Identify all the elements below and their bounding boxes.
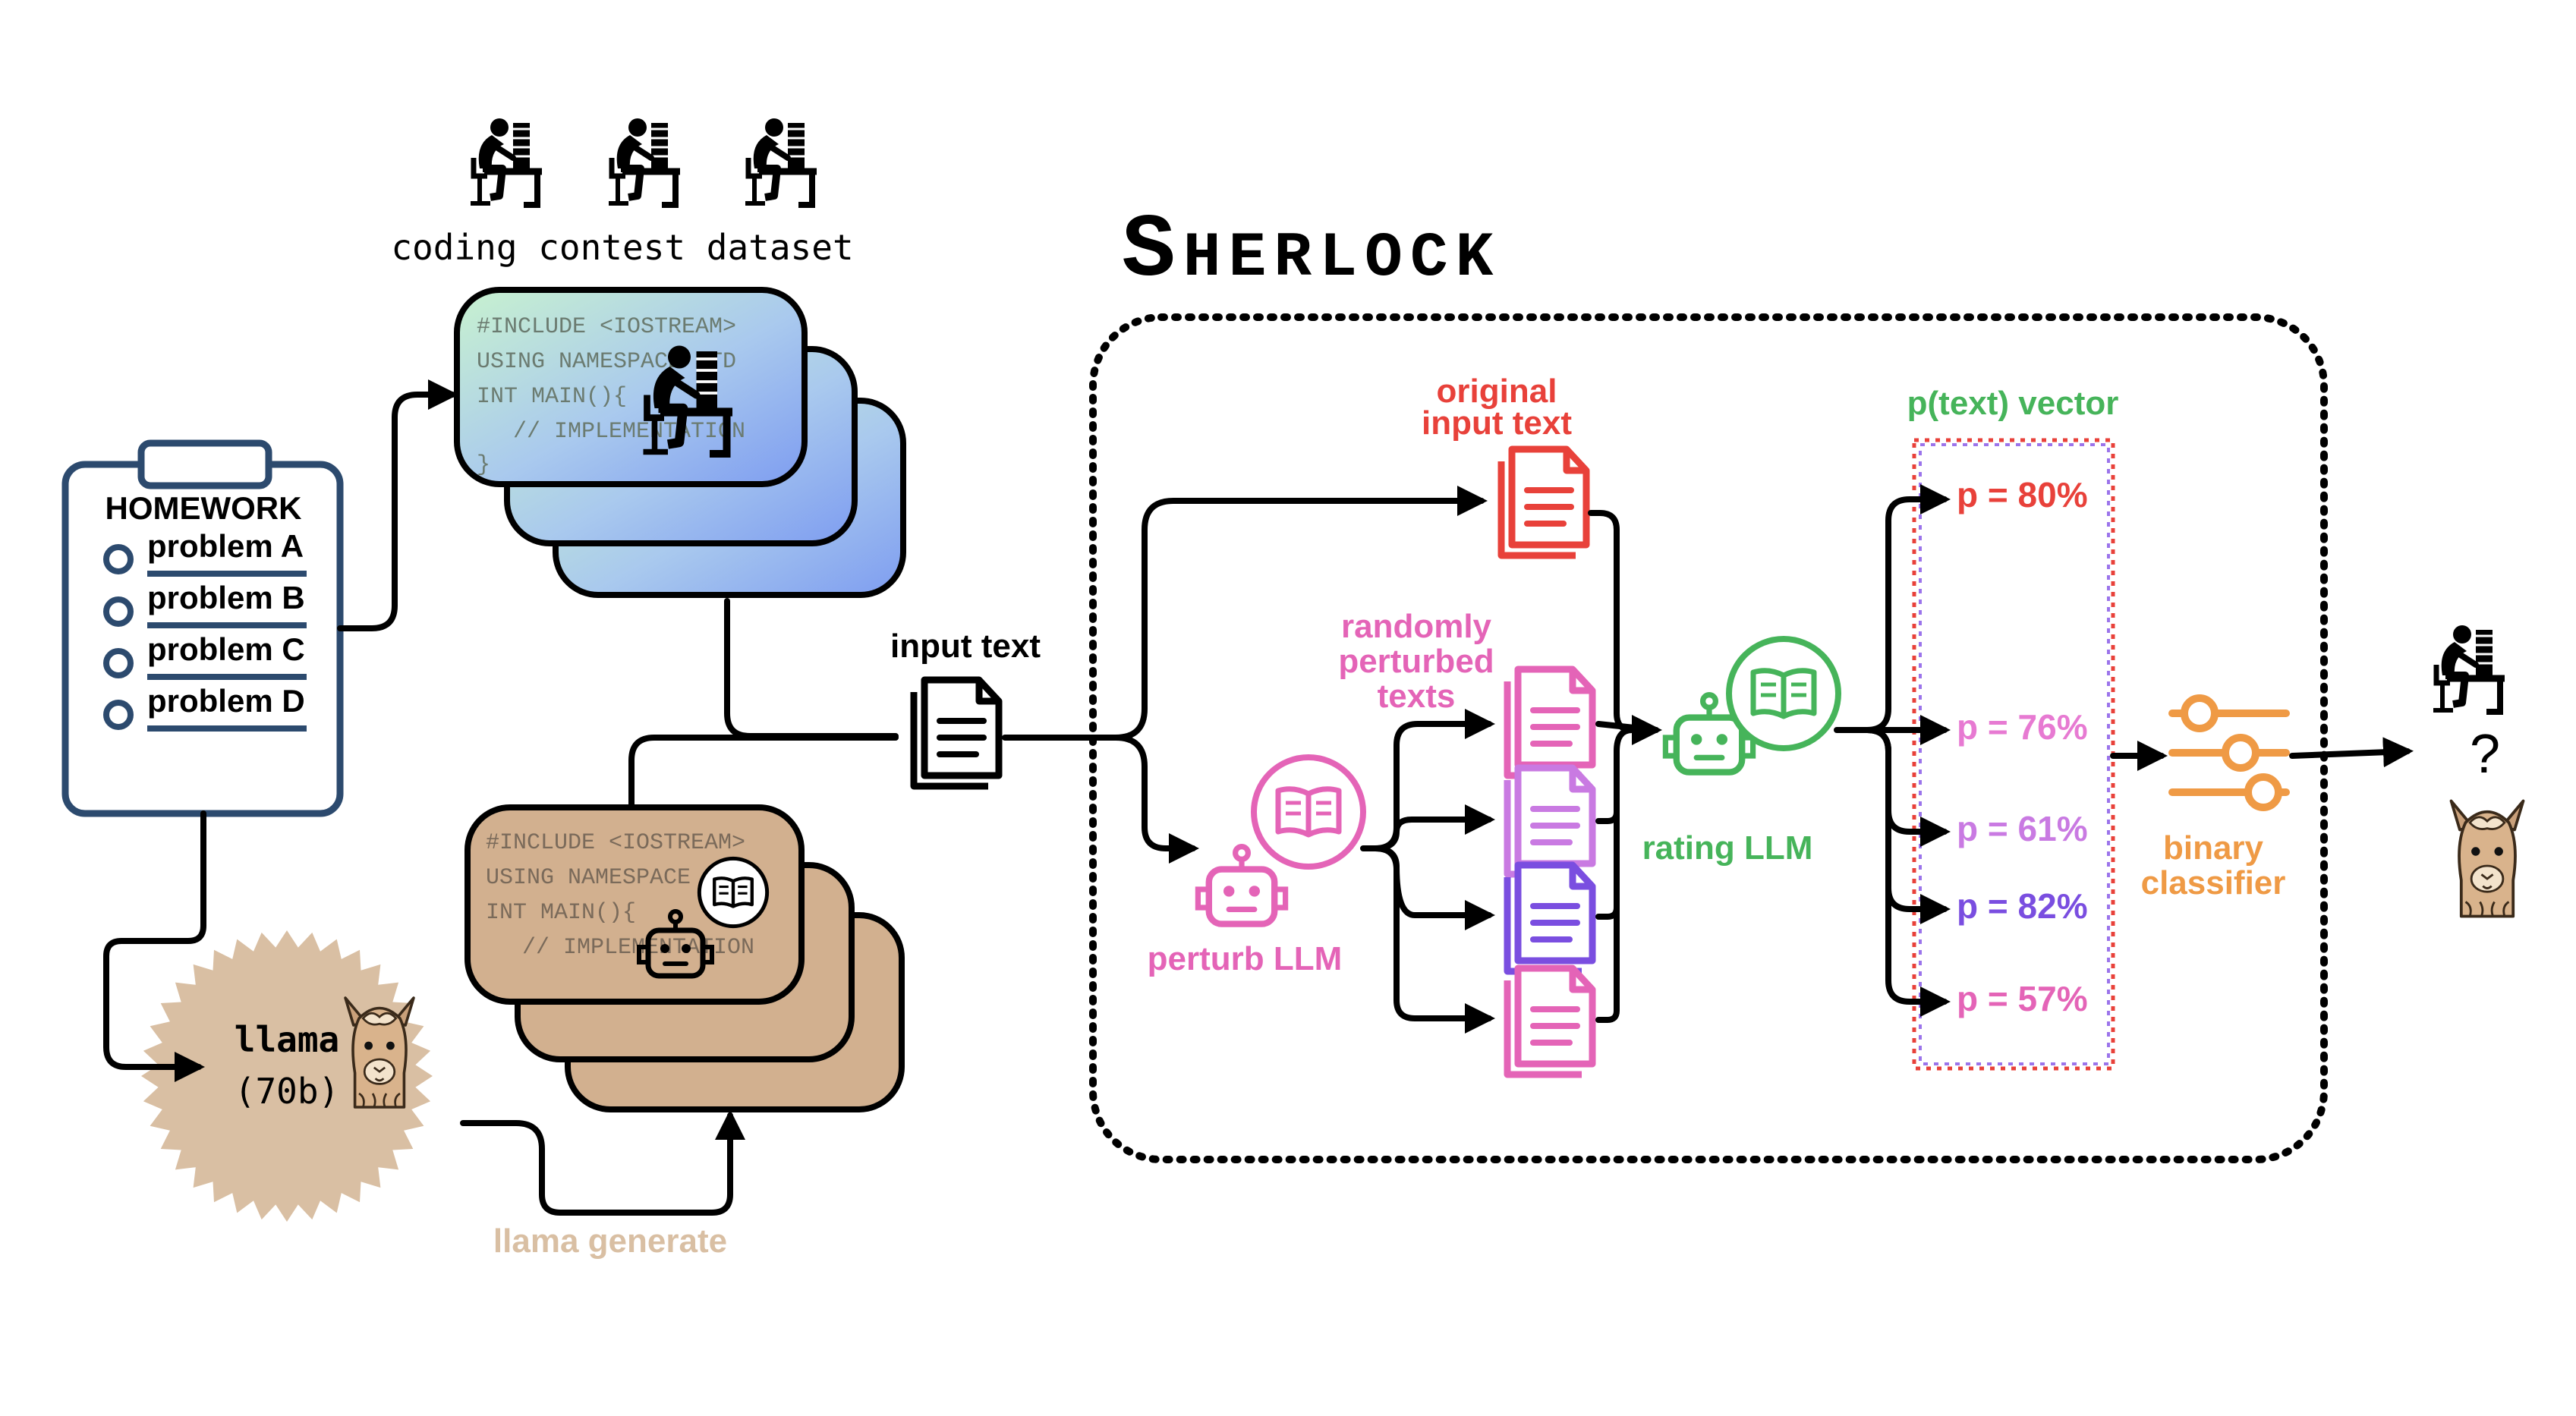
homework-clipboard: HOMEWORK problem A problem B problem C p… xyxy=(61,439,344,817)
perturbed-label-line1: randomly xyxy=(1341,608,1492,645)
llama-badge: llama (70b) xyxy=(141,930,433,1222)
classifier-label-line1: binary xyxy=(2163,829,2264,867)
homework-to-human-arrow xyxy=(337,379,458,631)
sherlock-title: Sherlock xyxy=(1122,201,1501,302)
perturb-robot-icon xyxy=(1198,847,1285,924)
rating-to-vector-split xyxy=(1834,484,1951,733)
llm-to-input-line xyxy=(628,735,899,810)
homework-item-d: problem D xyxy=(103,683,307,732)
input-to-original-arrow xyxy=(1002,486,1488,741)
original-input-label-line2: input text xyxy=(1422,404,1572,442)
dataset-person-icon-3 xyxy=(745,118,817,205)
perturbed-label-line3: texts xyxy=(1378,678,1456,715)
sherlock-container xyxy=(1089,313,2328,1163)
llama-generate-label: llama generate xyxy=(493,1222,727,1260)
output-person-icon xyxy=(2433,625,2505,712)
probability-1: p = 80% xyxy=(1957,475,2088,514)
rating-book-bubble-icon xyxy=(1729,639,1838,748)
original-text-doc-icon xyxy=(1501,449,1586,555)
homework-title: HOMEWORK xyxy=(105,490,302,526)
perturbed-doc-icon-1 xyxy=(1507,669,1592,776)
svg-text:INT MAIN(){: INT MAIN(){ xyxy=(486,900,636,926)
homework-item-b: problem B xyxy=(103,580,307,628)
classifier-label-line2: classifier xyxy=(2141,864,2286,902)
output-question-mark: ? xyxy=(2470,724,2500,785)
perturb-split xyxy=(1360,709,1495,851)
classifier-slider-icon xyxy=(2172,698,2286,807)
ptext-vector-label: p(text) vector xyxy=(1907,385,2119,422)
perturbed-doc-icon-3 xyxy=(1507,865,1592,971)
homework-item-c: problem C xyxy=(103,631,307,680)
svg-text:#INCLUDE <IOSTREAM>: #INCLUDE <IOSTREAM> xyxy=(477,314,736,340)
probability-2: p = 76% xyxy=(1957,707,2088,747)
llm-code-card: #INCLUDE <IOSTREAM> USING NAMESPACE STD … xyxy=(464,804,805,1005)
svg-text:problem C: problem C xyxy=(147,631,305,667)
perturb-llm-label: perturb LLM xyxy=(1148,940,1343,977)
probability-list: p = 80% p = 76% p = 61% p = 82% p = 57% xyxy=(1957,475,2088,1018)
perturbed-doc-icon-4 xyxy=(1507,968,1592,1075)
probability-3: p = 61% xyxy=(1957,809,2088,848)
llama-generate-arrow xyxy=(460,1109,745,1216)
output-alpaca-icon xyxy=(2449,799,2525,918)
svg-text:INT MAIN(){: INT MAIN(){ xyxy=(477,384,627,410)
classifier-to-output-arrow xyxy=(2289,737,2414,768)
human-code-stack: #INCLUDE <IOSTREAM> USING NAMESPACE STD … xyxy=(454,287,906,598)
svg-text:problem B: problem B xyxy=(147,580,305,615)
perturb-book-bubble-icon xyxy=(1254,757,1363,867)
homework-item-a: problem A xyxy=(103,528,307,577)
perturbed-doc-icon-2 xyxy=(1507,768,1592,874)
perturbed-label-line2: perturbed xyxy=(1338,643,1494,680)
probability-4: p = 82% xyxy=(1957,886,2088,926)
llm-code-stack: #INCLUDE <IOSTREAM> USING NAMESPACE STD … xyxy=(464,804,905,1112)
svg-text:#INCLUDE <IOSTREAM>: #INCLUDE <IOSTREAM> xyxy=(486,830,745,856)
dataset-person-icon-2 xyxy=(609,118,680,205)
original-to-rating-line xyxy=(1588,510,1662,745)
svg-text:problem A: problem A xyxy=(147,528,304,564)
dataset-person-icon-1 xyxy=(471,118,542,205)
probability-5: p = 57% xyxy=(1957,979,2088,1018)
card-book-bubble-icon xyxy=(699,858,767,926)
svg-text:// IMPLEMENTATION: // IMPLEMENTATION xyxy=(513,419,745,445)
homework-to-llama-arrow xyxy=(103,810,206,1082)
rating-llm-label: rating LLM xyxy=(1642,829,1813,867)
input-to-perturb-arrow xyxy=(1113,735,1199,864)
llama-name: llama xyxy=(235,1019,339,1060)
input-text-label: input text xyxy=(890,628,1041,665)
ptext-vector-box xyxy=(1912,438,2115,1071)
input-text-doc-icon xyxy=(914,680,999,786)
svg-text:problem D: problem D xyxy=(147,683,305,719)
dataset-label: coding contest dataset xyxy=(391,227,853,268)
original-input-label-line1: original xyxy=(1437,373,1557,410)
human-to-input-line xyxy=(724,598,899,739)
svg-text:USING NAMESPACE STD: USING NAMESPACE STD xyxy=(477,349,736,375)
llama-alpaca-icon xyxy=(344,996,415,1109)
llama-size: (70b) xyxy=(235,1071,339,1112)
human-code-card: #INCLUDE <IOSTREAM> USING NAMESPACE STD … xyxy=(454,287,808,487)
svg-text:}: } xyxy=(477,452,490,478)
